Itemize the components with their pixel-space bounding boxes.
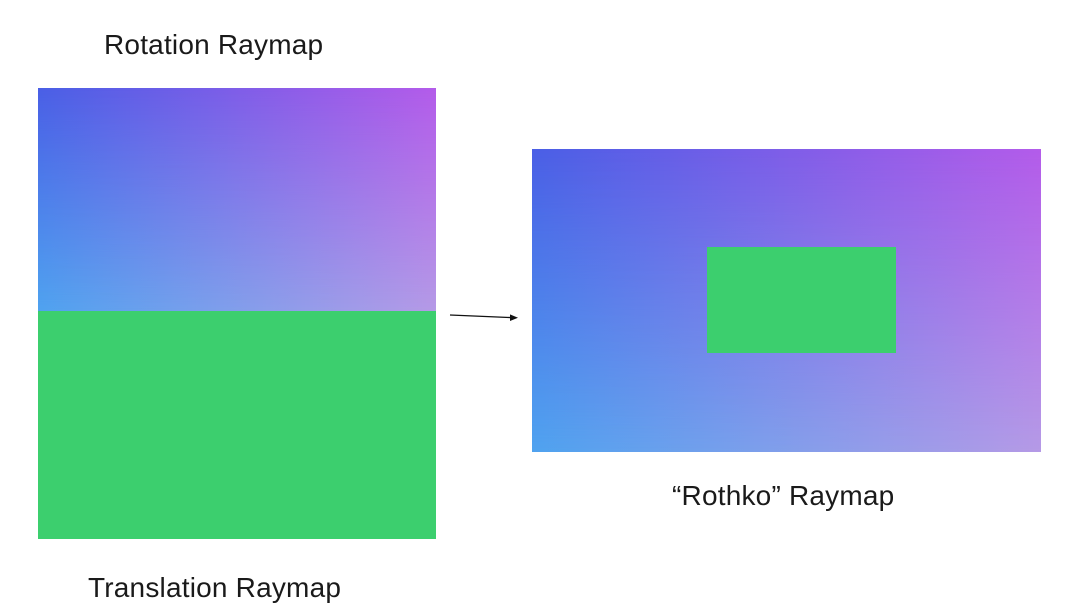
arrow-icon [449,314,518,321]
rothko-raymap-label: “Rothko” Raymap [672,480,895,511]
rothko-raymap-panel [532,149,1041,452]
rotation-raymap-label: Rotation Raymap [104,29,324,60]
rothko-translation-block [707,247,896,353]
translation-raymap-panel [38,311,436,539]
translation-raymap-label: Translation Raymap [88,572,342,603]
rotation-raymap-panel [38,88,436,312]
